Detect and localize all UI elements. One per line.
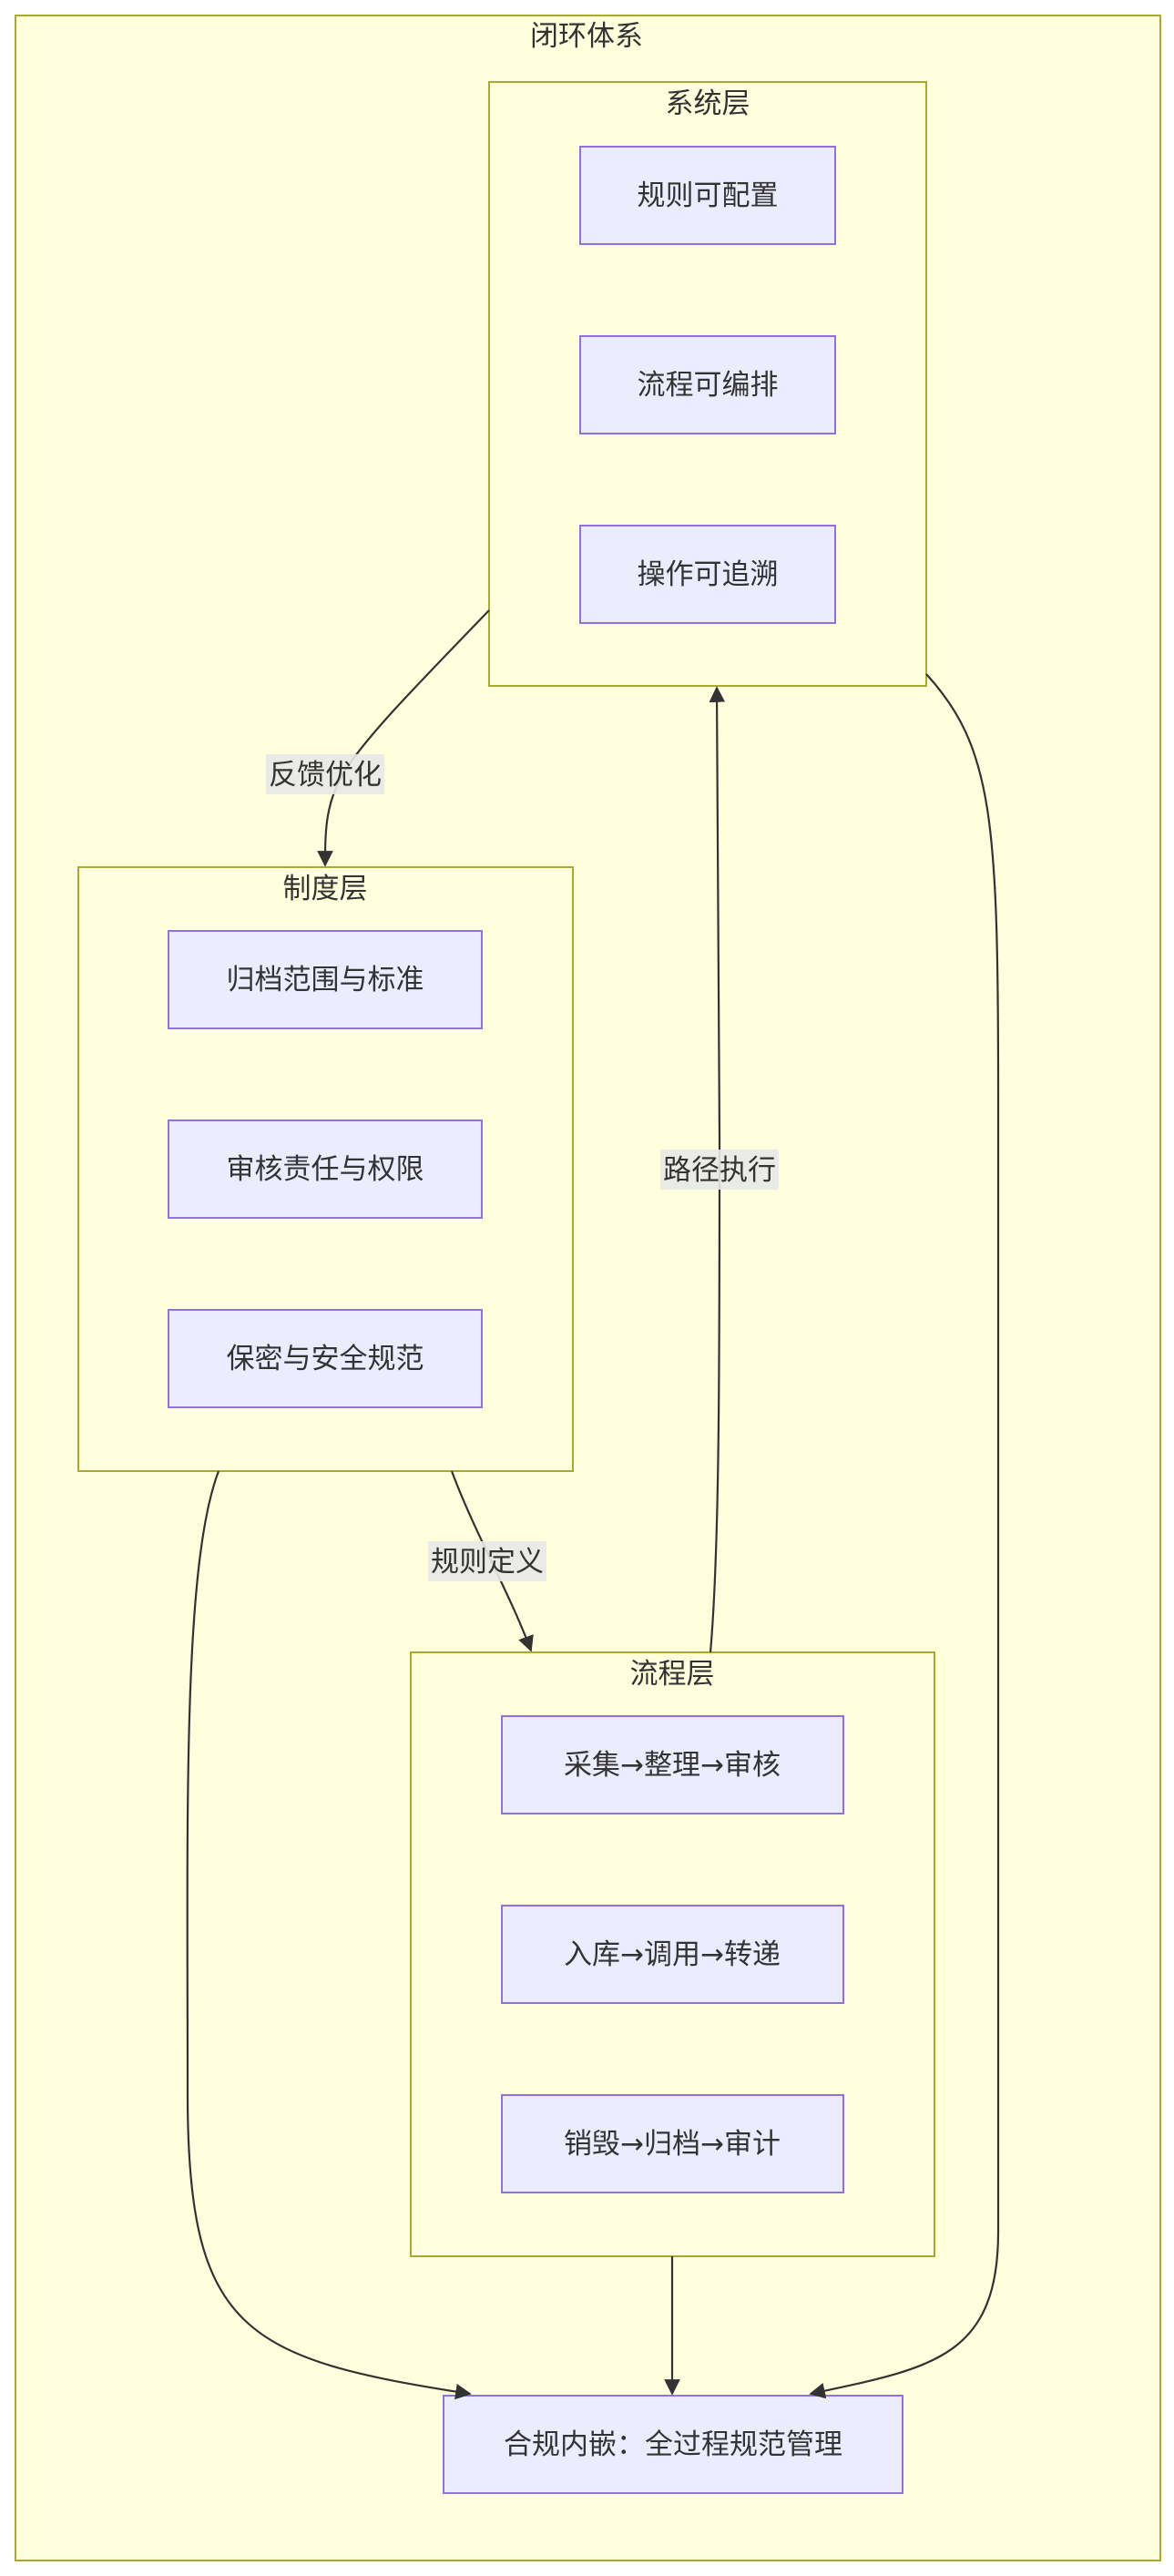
node-process-orchestrable: 流程可编排 — [579, 335, 836, 434]
node-label: 保密与安全规范 — [227, 1343, 424, 1375]
node-collect-organize-review: 采集→整理→审核 — [501, 1715, 844, 1814]
edge-label-text: 反馈优化 — [269, 759, 382, 792]
cluster-policy-layer: 制度层 归档范围与标准 审核责任与权限 保密与安全规范 — [77, 866, 574, 1472]
node-rule-configurable: 规则可配置 — [579, 146, 836, 245]
node-label: 入库→调用→转递 — [564, 1938, 781, 1971]
node-operation-traceable: 操作可追溯 — [579, 525, 836, 624]
node-confidentiality-security: 保密与安全规范 — [168, 1309, 483, 1408]
cluster-title-policy-layer: 制度层 — [283, 873, 368, 905]
node-archive-scope: 归档范围与标准 — [168, 930, 483, 1029]
node-label: 采集→整理→审核 — [564, 1749, 781, 1782]
node-review-responsibility: 审核责任与权限 — [168, 1119, 483, 1219]
edge-label-rule-definition: 规则定义 — [428, 1541, 546, 1581]
node-store-retrieve-transfer: 入库→调用→转递 — [501, 1905, 844, 2004]
cluster-title-system-layer: 系统层 — [666, 87, 750, 120]
cluster-title-process-layer: 流程层 — [630, 1658, 715, 1691]
node-label: 流程可编排 — [638, 369, 779, 402]
edge-label-feedback: 反馈优化 — [266, 754, 384, 794]
node-compliance: 合规内嵌：全过程规范管理 — [443, 2395, 903, 2494]
edge-process-to-system — [709, 686, 726, 1653]
edge-label-path-execution: 路径执行 — [660, 1150, 779, 1190]
node-label: 规则可配置 — [638, 179, 779, 212]
cluster-title-closed-loop: 闭环体系 — [530, 20, 643, 53]
node-label: 销毁→归档→审计 — [564, 2128, 781, 2161]
edge-system-to-compliance — [809, 673, 1000, 2399]
cluster-system-layer: 系统层 规则可配置 流程可编排 操作可追溯 — [488, 81, 927, 687]
node-label: 归档范围与标准 — [227, 964, 424, 997]
edge-label-text: 路径执行 — [663, 1154, 776, 1187]
edge-label-text: 规则定义 — [431, 1546, 544, 1579]
node-label: 操作可追溯 — [638, 558, 779, 591]
node-label: 审核责任与权限 — [227, 1153, 424, 1186]
cluster-process-layer: 流程层 采集→整理→审核 入库→调用→转递 销毁→归档→审计 — [410, 1651, 935, 2257]
node-destroy-archive-audit: 销毁→归档→审计 — [501, 2094, 844, 2193]
edge-policy-to-compliance — [186, 1470, 472, 2400]
node-label: 合规内嵌：全过程规范管理 — [504, 2428, 842, 2461]
